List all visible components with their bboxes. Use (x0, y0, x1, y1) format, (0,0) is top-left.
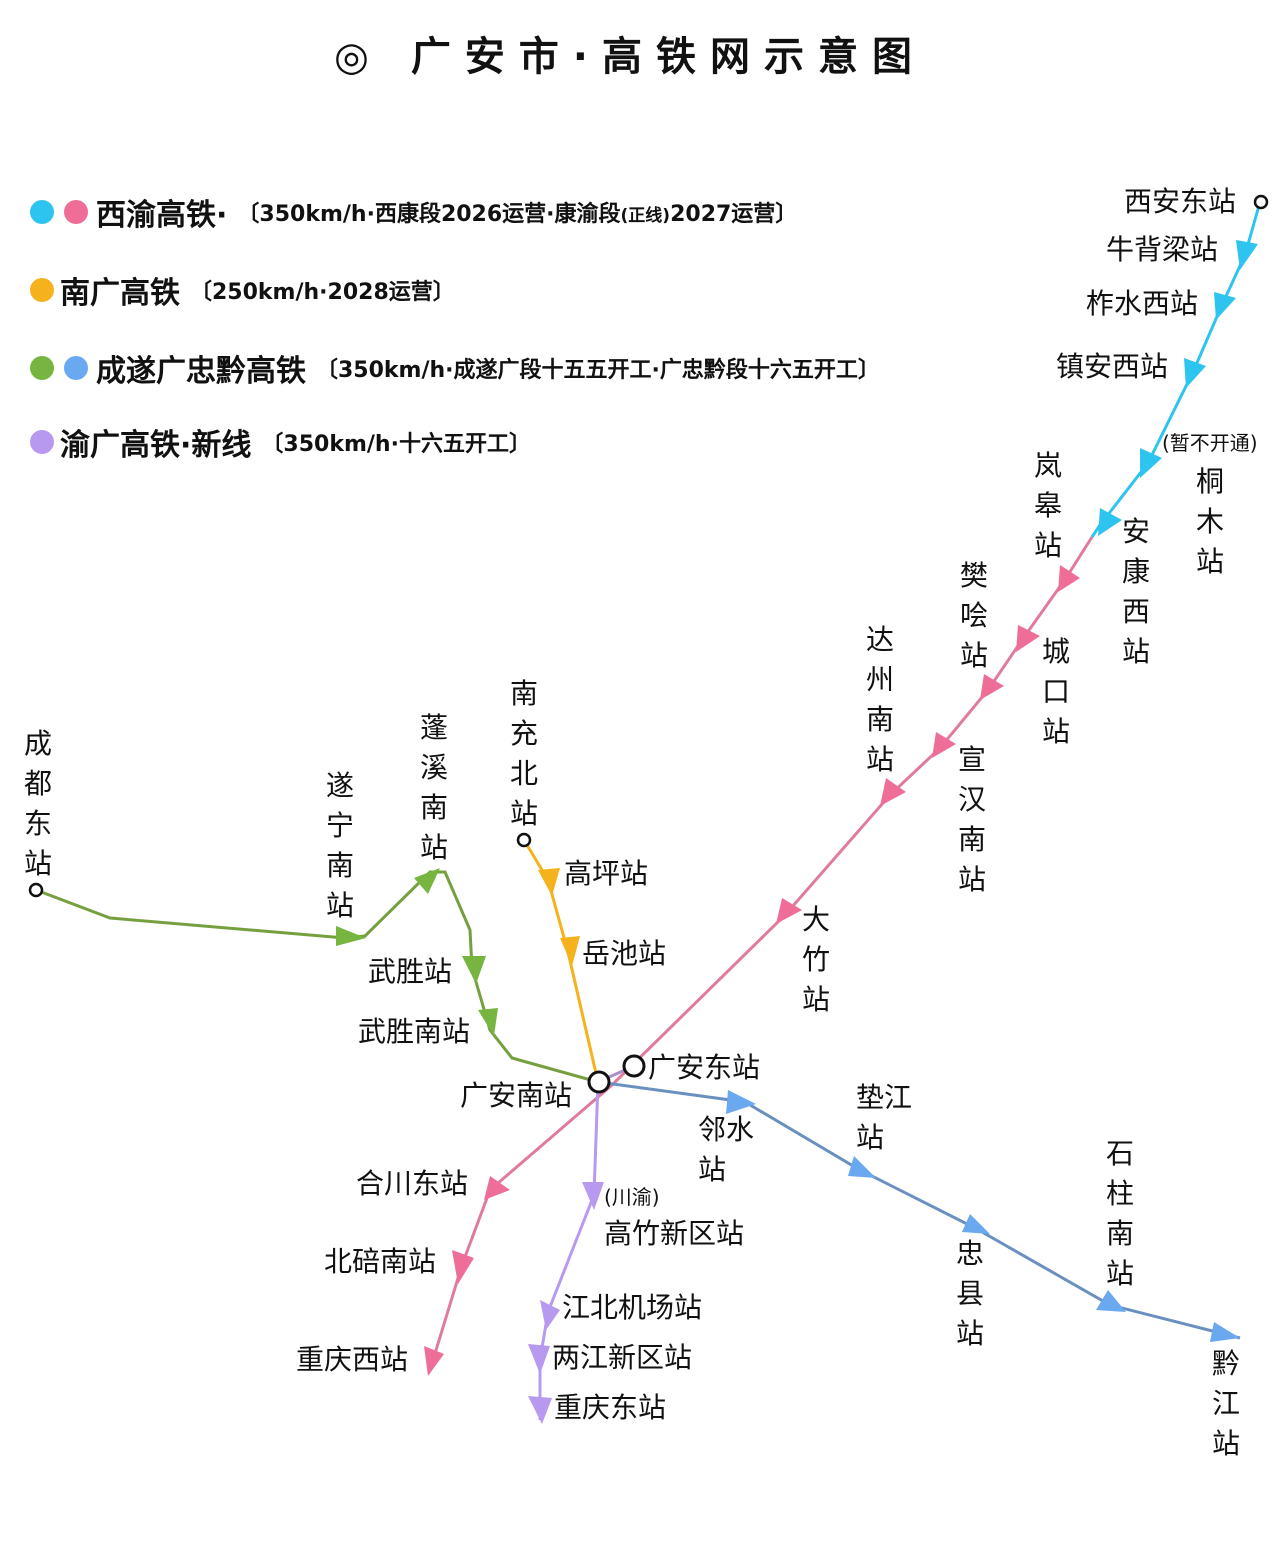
legend-name: 渝广高铁·新线 (60, 428, 252, 463)
station-note-gaozhu: (川渝) (604, 1185, 660, 1209)
station-label-dianjiang: 垫江站 (856, 1081, 913, 1154)
arrow-gaozhu-icon (582, 1182, 604, 1210)
station-label-hechuandong: 合川东站 (356, 1167, 469, 1200)
station-label-gaozhu: 高竹新区站 (604, 1217, 745, 1250)
arrow-markers (336, 240, 1258, 1424)
station-label-chengkou: 城口站 (1041, 635, 1070, 748)
legend-item-yuguang: 渝广高铁·新线 〔350km/h·十六五开工〕 (30, 420, 531, 464)
arrow-gaoping-icon (538, 868, 560, 896)
station-label-langao: 岚皋站 (1033, 449, 1062, 562)
legend-note-tail: 2027运营〕 (670, 202, 798, 227)
legend-dot-cyan-icon (30, 200, 54, 224)
legend-name: 成遂广忠黔高铁 (96, 354, 306, 389)
arrow-fankuai-icon (980, 674, 1004, 700)
legend-dot-blue-icon (64, 356, 88, 380)
line-nanguang (522, 839, 600, 1083)
station-note-tongmu: (暂不开通) (1162, 431, 1258, 455)
arrow-langao-icon (1058, 565, 1080, 592)
arrow-shizhunan-icon (1096, 1290, 1126, 1312)
station-label-wushengnan: 武胜南站 (358, 1015, 471, 1048)
terminal-chengdudong-icon (28, 882, 44, 898)
arrow-pengxinan-icon (414, 868, 440, 894)
station-label-chongqingdong: 重庆东站 (554, 1391, 667, 1424)
legend-item-xiyu: 西渝高铁· 〔350km/h·西康段2026运营·康渝段(正线)2027运营〕 (30, 190, 797, 234)
station-label-fankuai: 樊哙站 (959, 559, 988, 672)
legend-dot-orange-icon (30, 278, 54, 302)
arrow-jiangbeijichang-icon (540, 1300, 560, 1330)
station-label-beibeinan: 北碚南站 (324, 1245, 437, 1278)
station-label-chengdudong: 成都东站 (23, 727, 52, 880)
line-chengsui (35, 870, 599, 1084)
legend-name: 南广高铁 (60, 276, 180, 311)
arrow-beibeinan-icon (452, 1250, 474, 1284)
legend-note: 〔350km/h·十六五开工〕 (261, 432, 531, 457)
arrow-zhenanxi-icon (1184, 358, 1206, 388)
line-guangzhongqian (597, 1080, 1241, 1340)
station-label-liangjiangxinqu: 两江新区站 (552, 1341, 693, 1374)
legend-note-small: (正线) (620, 206, 671, 226)
station-label-shizhunan: 石柱南站 (1105, 1137, 1134, 1290)
legend-note: 〔350km/h·成遂广段十五五开工·广忠黔段十六五开工〕 (316, 358, 880, 383)
arrow-dazhounan-icon (880, 778, 906, 806)
legend-item-nanguang: 南广高铁 〔250km/h·2028运营〕 (30, 268, 455, 312)
legend-note-main: 〔350km/h·西康段2026运营·康渝段 (237, 202, 621, 227)
station-label-guangannan: 广安南站 (460, 1079, 573, 1112)
arrow-linshui-icon (726, 1090, 756, 1114)
station-label-linshui: 邻水站 (698, 1113, 755, 1186)
legend-dot-pink-icon (64, 200, 88, 224)
map-title: ◎ 广安市·高铁网示意图 (333, 34, 927, 80)
arrow-dazhu-icon (776, 898, 802, 924)
arrow-chongqingxi-icon (424, 1346, 444, 1376)
station-label-gaoping: 高坪站 (564, 857, 649, 890)
station-label-dazhounan: 达州南站 (865, 623, 894, 776)
arrow-qianjiang-icon (1210, 1322, 1240, 1342)
arrow-tongmu-icon (1140, 448, 1162, 478)
station-label-zhenanxi: 镇安西站 (1056, 350, 1169, 383)
legend-note: 〔350km/h·西康段2026运营·康渝段(正线)2027运营〕 (237, 196, 797, 228)
station-label-guangandong: 广安东站 (648, 1051, 761, 1084)
station-label-xiandong: 西安东站 (1124, 185, 1237, 218)
station-label-pengxinan: 蓬溪南站 (419, 711, 448, 864)
station-label-xuanhannan: 宣汉南站 (957, 743, 986, 896)
station-label-dazhu: 大竹站 (801, 903, 830, 1016)
arrow-suiningnan-icon (336, 926, 366, 946)
arrow-niubeiliang-icon (1236, 240, 1258, 270)
arrow-yuechi-icon (560, 936, 580, 966)
arrow-wusheng-icon (462, 956, 486, 984)
arrow-hechuandong-icon (484, 1176, 510, 1200)
station-label-jiangbeijichang: 江北机场站 (562, 1291, 703, 1324)
arrow-dianjiang-icon (848, 1156, 876, 1178)
arrow-wushengnan-icon (478, 1008, 498, 1036)
legend-item-chengsui-guangzhongqian: 成遂广忠黔高铁 〔350km/h·成遂广段十五五开工·广忠黔段十六五开工〕 (30, 346, 880, 390)
arrow-chongqingdong-icon (528, 1396, 552, 1424)
station-label-wusheng: 武胜站 (368, 955, 453, 988)
station-label-chongqingxi: 重庆西站 (296, 1343, 409, 1376)
station-label-qianjiang: 黔江站 (1211, 1347, 1240, 1460)
terminal-nanchongbei-icon (516, 832, 532, 848)
station-label-suiningnan: 遂宁南站 (325, 769, 354, 922)
arrow-liangjiangxinqu-icon (528, 1344, 550, 1374)
station-label-zhashuixi: 柞水西站 (1086, 287, 1199, 320)
arrow-zhashuixi-icon (1214, 292, 1236, 320)
station-label-yuechi: 岳池站 (582, 937, 667, 970)
legend-name: 西渝高铁· (96, 198, 228, 233)
terminal-xiandong-icon (1253, 194, 1269, 210)
station-label-ankangxi: 安康西站 (1121, 515, 1150, 668)
arrow-zhongxian-icon (962, 1214, 990, 1234)
station-label-tongmu: 桐木站 (1195, 465, 1224, 578)
legend-dot-purple-icon (30, 430, 54, 454)
station-label-niubeiliang: 牛背梁站 (1106, 233, 1219, 266)
line-xiyu-south (428, 536, 1094, 1371)
hub-guangandong-icon (622, 1054, 646, 1078)
arrow-ankangxi-icon (1098, 508, 1122, 536)
station-label-zhongxian: 忠县站 (955, 1237, 984, 1350)
legend-note: 〔250km/h·2028运营〕 (190, 280, 455, 305)
station-label-nanchongbei: 南充北站 (509, 677, 538, 830)
hub-guangannan-icon (587, 1070, 611, 1094)
arrow-chengkou-icon (1016, 625, 1040, 652)
legend-dot-green-icon (30, 356, 54, 380)
arrow-xuanhannan-icon (932, 732, 956, 758)
